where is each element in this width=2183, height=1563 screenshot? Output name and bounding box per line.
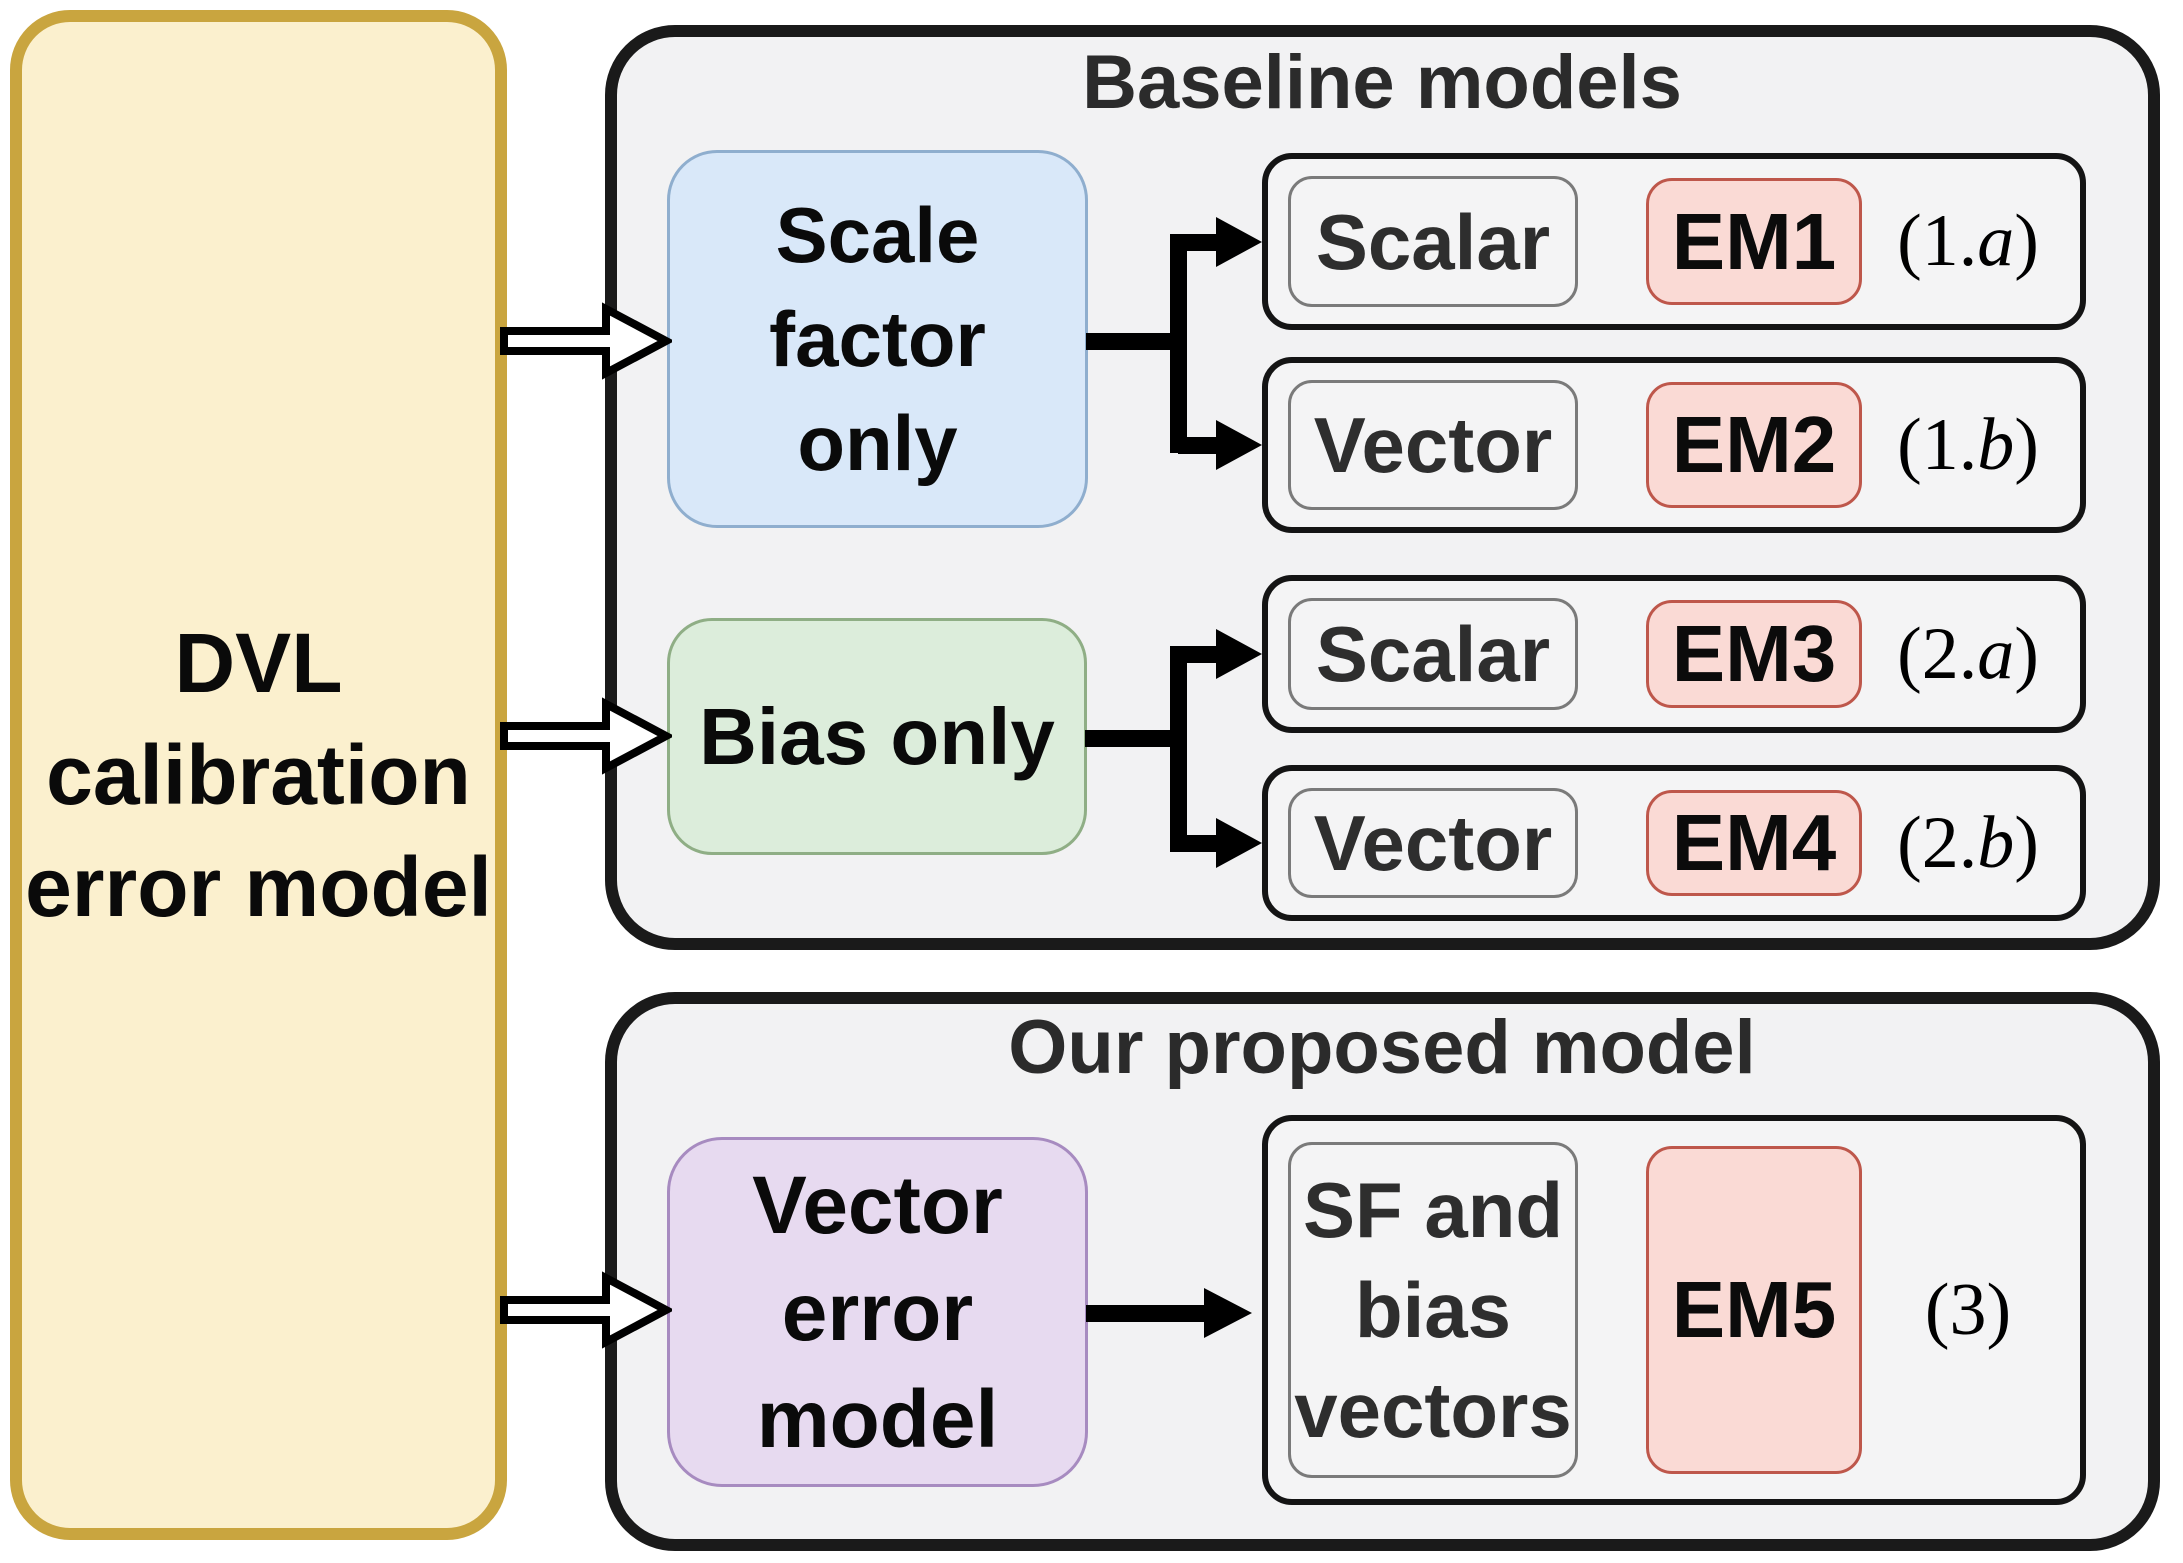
dvl-calibration-error-model-box: DVL calibration error model [10, 10, 507, 1540]
row-em5-type-line-2: bias [1354, 1266, 1512, 1354]
eq4-pre: (2. [1897, 801, 1978, 884]
arrowhead-to-em4-icon [1216, 818, 1262, 868]
scale-branch-vertical [1170, 234, 1187, 453]
scale-factor-line-3: only [797, 399, 958, 487]
row-em4-equation: (2.b) [1864, 771, 2072, 915]
row-em5-equation: (3) [1864, 1121, 2072, 1499]
row-em1: Scalar EM1 (1.a) [1262, 153, 2086, 330]
row-em1-type-label: Scalar [1315, 197, 1551, 286]
baseline-models-title: Baseline models [1082, 39, 1682, 125]
vector-error-line-1: Vector [752, 1159, 1003, 1251]
row-em2-em-label: EM2 [1671, 400, 1837, 489]
scale-branch-stem [1086, 333, 1187, 350]
source-label-line-1: DVL [174, 616, 343, 710]
vector-error-model-box: Vector error model [667, 1137, 1088, 1487]
scale-branch-arm-bottom [1178, 437, 1220, 454]
eq3-post: ) [2014, 612, 2039, 695]
eq2-var: b [1977, 403, 2015, 486]
row-em4-em-label: EM4 [1671, 798, 1837, 887]
row-em4-em-box: EM4 [1646, 790, 1862, 896]
vector-arrow-shaft [1086, 1305, 1206, 1322]
bias-only-box: Bias only [667, 618, 1087, 855]
row-em5-type-box: SF and bias vectors [1288, 1142, 1578, 1478]
scale-factor-only-box: Scale factor only [667, 150, 1088, 528]
row-em5-em-box: EM5 [1646, 1146, 1862, 1474]
source-label-line-3: error model [25, 840, 492, 934]
row-em5-em-label: EM5 [1671, 1265, 1837, 1354]
row-em3-type-box: Scalar [1288, 598, 1578, 710]
row-em2-equation: (1.b) [1864, 363, 2072, 527]
scale-factor-line-2: factor [769, 295, 986, 383]
eq1-pre: (1. [1897, 200, 1978, 282]
scale-factor-line-1: Scale [775, 191, 980, 279]
row-em4-type-box: Vector [1288, 788, 1578, 898]
row-em1-type-box: Scalar [1288, 176, 1578, 307]
row-em4-type-label: Vector [1313, 799, 1553, 887]
row-em3: Scalar EM3 (2.a) [1262, 575, 2086, 733]
eq1-var: a [1977, 200, 2015, 282]
row-em4: Vector EM4 (2.b) [1262, 765, 2086, 921]
proposed-model-title: Our proposed model [1008, 1004, 1756, 1090]
row-em3-equation: (2.a) [1864, 581, 2072, 727]
bias-only-line-1: Bias only [699, 691, 1055, 781]
eq4-var: b [1977, 801, 2015, 884]
arrowhead-to-em1-icon [1216, 217, 1262, 267]
row-em2-em-box: EM2 [1646, 382, 1862, 508]
row-em3-em-label: EM3 [1671, 609, 1837, 698]
arrowhead-to-em5-icon [1204, 1288, 1252, 1338]
vector-error-line-2: error [781, 1266, 974, 1358]
row-em5: SF and bias vectors EM5 (3) [1262, 1115, 2086, 1505]
row-em2-type-label: Vector [1313, 401, 1553, 489]
source-label-line-2: calibration [46, 728, 471, 822]
row-em3-em-box: EM3 [1646, 600, 1862, 708]
bias-branch-stem [1085, 730, 1187, 747]
eq1-post: ) [2014, 200, 2039, 282]
row-em3-type-label: Scalar [1315, 610, 1551, 698]
row-em1-em-label: EM1 [1671, 196, 1837, 286]
eq2-post: ) [2014, 403, 2039, 486]
arrowhead-to-em3-icon [1216, 629, 1262, 679]
eq3-var: a [1977, 612, 2015, 695]
bias-branch-arm-top [1178, 646, 1220, 663]
block-arrow-to-bias-icon [500, 697, 672, 775]
eq3-pre: (2. [1897, 612, 1978, 695]
bias-branch-arm-bottom [1178, 835, 1220, 852]
row-em5-type-line-3: vectors [1294, 1366, 1572, 1454]
row-em1-equation: (1.a) [1864, 159, 2072, 324]
row-em2: Vector EM2 (1.b) [1262, 357, 2086, 533]
block-arrow-to-scale-factor-icon [500, 302, 672, 380]
row-em5-type-line-1: SF and [1302, 1166, 1563, 1254]
vector-error-line-3: model [756, 1373, 999, 1465]
eq2-pre: (1. [1897, 403, 1978, 486]
row-em2-type-box: Vector [1288, 380, 1578, 510]
eq4-post: ) [2014, 801, 2039, 884]
bias-branch-vertical [1170, 646, 1187, 852]
scale-branch-arm-top [1178, 234, 1220, 251]
block-arrow-to-vector-icon [500, 1271, 672, 1349]
row-em1-em-box: EM1 [1646, 178, 1862, 305]
arrowhead-to-em2-icon [1216, 420, 1262, 470]
eq5-pre: (3) [1924, 1268, 2012, 1351]
